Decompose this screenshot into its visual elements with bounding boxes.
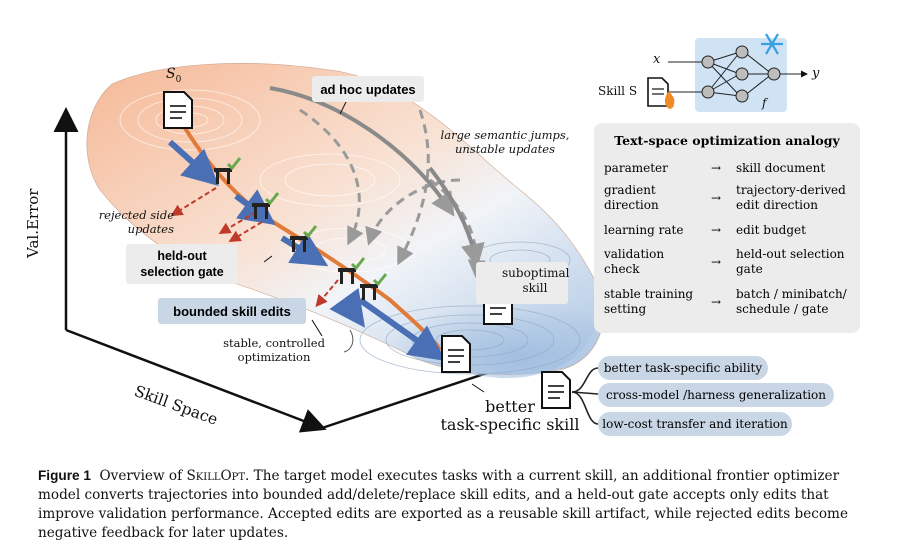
suboptimal-line2: skill (522, 281, 548, 295)
arrow-right-icon: → (710, 161, 722, 175)
snowflake-icon (761, 33, 783, 55)
arrow-right-icon: → (710, 295, 722, 309)
gate-icon (214, 157, 242, 184)
ad-hoc-updates-label: ad hoc updates (312, 76, 424, 102)
large-jump-arrow (269, 86, 455, 217)
arrow-right-icon: → (710, 191, 722, 205)
rejected-steps (170, 187, 339, 308)
benefit-pill: better task-specific ability (598, 356, 768, 380)
check-icon (350, 257, 366, 271)
leader-line (263, 255, 273, 263)
gate-icons (214, 157, 388, 300)
large-jump-arrow (428, 166, 485, 268)
accepted-steps (167, 139, 446, 361)
network-skill-label: Skill S (598, 84, 638, 98)
gate-icon (360, 273, 388, 300)
fire-icon (664, 90, 675, 109)
document-icon (163, 91, 193, 129)
analogy-row-right: batch / minibatch/ schedule / gate (736, 287, 847, 316)
document-icon (541, 371, 571, 409)
benefit-pill: cross-model /harness generalization (598, 383, 834, 407)
analogy-title: Text-space optimization analogy (614, 133, 840, 148)
accepted-step (280, 232, 329, 267)
figure-number: Figure 1 (38, 468, 91, 483)
network-nodes (701, 45, 781, 103)
analogy-row: validation check → held-out selection ga… (604, 247, 854, 277)
arrow-right-icon: → (710, 255, 722, 269)
rejected-step (315, 279, 339, 308)
analogy-row-left: parameter (604, 161, 668, 175)
rejected-step (228, 221, 263, 243)
analogy-row: learning rate → edit budget (604, 223, 854, 238)
analogy-row-left: stable training setting (604, 287, 694, 316)
large-jumps-label: large semantic jumps, unstable updates (440, 128, 570, 156)
analogy-row-left: gradient direction (604, 183, 659, 212)
accepted-step (234, 189, 276, 226)
s0-label: S0 (166, 66, 182, 85)
figure-caption: Figure 1 Overview of SkillOpt. The targe… (38, 466, 868, 543)
accepted-step (329, 288, 366, 328)
leader-line (471, 383, 485, 393)
gate-icon (252, 192, 280, 219)
bounded-edits-label: bounded skill edits (158, 298, 306, 324)
analogy-row-right: trajectory-derived edit direction (736, 183, 846, 212)
arrow-right-icon: → (710, 223, 722, 237)
gate-label: held-out selection gate (126, 244, 238, 284)
document-icon (441, 335, 471, 373)
better-line2: task-specific skill (440, 415, 580, 434)
analogy-row-right: held-out selection gate (736, 247, 845, 276)
method-name: SkillOpt (186, 468, 246, 484)
network-f-label: f (762, 96, 767, 110)
analogy-row: gradient direction → trajectory-derived … (604, 183, 854, 213)
suboptimal-skill-label: suboptimal skill (502, 266, 570, 296)
x-axis-line (65, 328, 327, 433)
analogy-row-right: edit budget (736, 223, 806, 237)
stable-line2: optimization (237, 350, 311, 364)
better-line1: better (485, 397, 535, 416)
suboptimal-line1: suboptimal (502, 266, 570, 280)
rejected-step (218, 211, 257, 235)
check-icon (226, 157, 242, 171)
analogy-row-left: validation check (604, 247, 665, 276)
figure-panel: Val.Error Skill Space S0 ad hoc updates … (24, 33, 860, 436)
benefit-connectors (571, 367, 599, 425)
gate-label-line1: held-out (157, 249, 207, 263)
analogy-table: Text-space optimization analogy paramete… (594, 123, 860, 333)
accepted-step (358, 297, 446, 361)
suboptimal-skill-box: suboptimal skill (476, 262, 570, 304)
gate-icon (338, 257, 366, 284)
check-icon (372, 273, 388, 287)
leader-line (311, 319, 323, 337)
better-skill-label: better task-specific skill (430, 398, 590, 434)
analogy-row: stable training setting → batch / miniba… (604, 287, 854, 317)
network-x-label: x (653, 52, 661, 67)
gate-icon (290, 225, 318, 252)
accepted-step (167, 139, 219, 187)
gate-label-line2: selection gate (140, 265, 224, 279)
rejected-updates-label: rejected side updates (98, 208, 174, 236)
leader-line (343, 329, 354, 353)
analogy-row-right: skill document (736, 161, 826, 175)
check-icon (264, 192, 280, 206)
check-icon (302, 225, 318, 239)
caption-text-after: . The target model executes tasks with a… (38, 468, 848, 541)
rejected-step (170, 187, 217, 217)
y-axis-label: Val.Error (24, 188, 42, 258)
stable-line1: stable, controlled (223, 336, 325, 350)
analogy-row-left: learning rate (604, 223, 684, 237)
benefit-pill: low-cost transfer and iteration (598, 412, 792, 436)
network-y-label: y (812, 66, 820, 81)
caption-text-before: Overview of (99, 468, 187, 484)
analogy-row: parameter → skill document (604, 161, 854, 176)
stable-optimization-label: stable, controlled optimization (214, 336, 334, 364)
